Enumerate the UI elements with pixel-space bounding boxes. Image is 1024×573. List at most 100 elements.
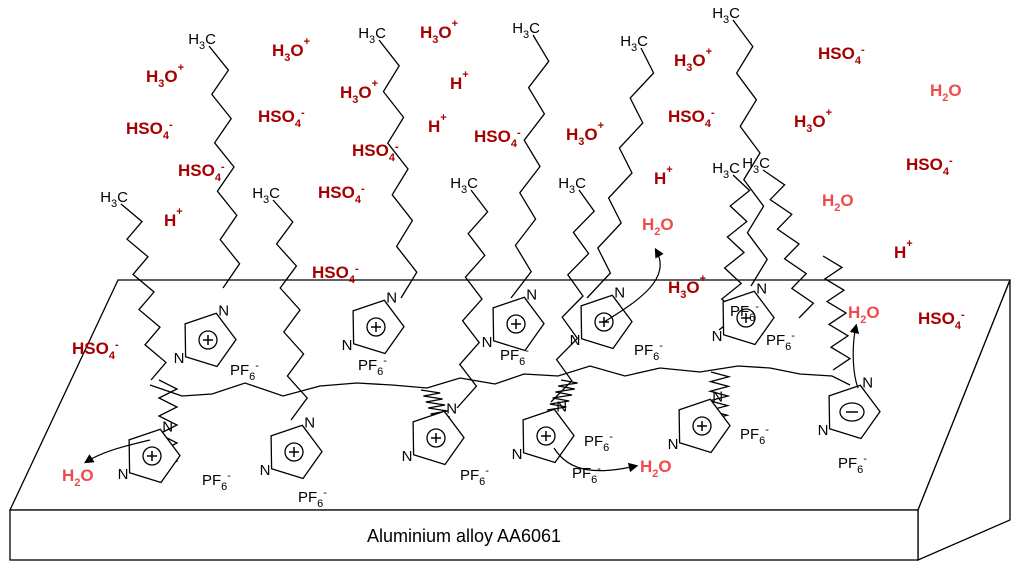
nitrogen-atom: N bbox=[570, 332, 581, 349]
alkyl-chain bbox=[546, 379, 578, 411]
hplus-ion: H+ bbox=[654, 164, 673, 188]
pf6-counterions: PF6-PF6-PF6-PF6-PF6-PF6-PF6-PF6-PF6-PF6-… bbox=[202, 301, 867, 510]
methyl-label: H3C bbox=[512, 20, 540, 41]
nitrogen-atom: N bbox=[174, 350, 185, 367]
nitrogen-atom: N bbox=[756, 280, 767, 297]
nitrogen-atom: N bbox=[862, 374, 873, 391]
imidazolium-ring: NN bbox=[512, 398, 575, 464]
nitrogen-atom: N bbox=[304, 414, 315, 431]
nitrogen-atom: N bbox=[818, 422, 829, 439]
h3o-ion: H3O+ bbox=[668, 273, 706, 301]
methyl-label: H3C bbox=[742, 155, 770, 176]
electrolyte-species: H3O+H3O+H3O+H3O+H3O+H3O+H3O+H3O+HSO4-HSO… bbox=[62, 18, 965, 489]
hplus-ion: H+ bbox=[164, 206, 183, 230]
water-desorption-arrows bbox=[83, 247, 860, 473]
alkyl-chain bbox=[378, 39, 418, 299]
h3o-ion: H3O+ bbox=[566, 120, 604, 148]
nitrogen-atom: N bbox=[218, 302, 229, 319]
alkyl-chain bbox=[208, 45, 241, 289]
hplus-ion: H+ bbox=[450, 69, 469, 93]
h3o-ion: H3O+ bbox=[272, 36, 310, 64]
methyl-label: H3C bbox=[252, 185, 280, 206]
plate-front-face bbox=[9, 509, 919, 561]
h3o-ion: H3O+ bbox=[674, 46, 712, 74]
nitrogen-atom: N bbox=[118, 466, 129, 483]
imidazolium-ring: NN bbox=[818, 374, 881, 440]
nitrogen-atom: N bbox=[712, 388, 723, 405]
hso4-ion: HSO4- bbox=[668, 107, 715, 130]
alkyl-chain bbox=[550, 189, 596, 403]
h2o-ion: H2O bbox=[822, 191, 854, 214]
imidazolium-ring: NN bbox=[570, 284, 633, 350]
h2o-ion: H2O bbox=[62, 466, 94, 489]
hso4-ion: HSO4- bbox=[178, 161, 225, 184]
hso4-ion: HSO4- bbox=[126, 119, 173, 142]
charge-circle bbox=[839, 402, 865, 422]
methyl-label: H3C bbox=[358, 25, 386, 46]
alkyl-chain bbox=[822, 255, 852, 371]
nitrogen-atom: N bbox=[402, 448, 413, 465]
desorption-arrow bbox=[603, 247, 664, 323]
imidazolium-ring: NN bbox=[402, 400, 465, 466]
pf6-anion: PF6- bbox=[766, 330, 795, 353]
hso4-ion: HSO4- bbox=[72, 339, 119, 362]
h3o-ion: H3O+ bbox=[340, 78, 378, 106]
hso4-ion: HSO4- bbox=[318, 183, 365, 206]
h3o-ion: H3O+ bbox=[420, 18, 458, 46]
methyl-label: H3C bbox=[450, 175, 478, 196]
nitrogen-atom: N bbox=[668, 436, 679, 453]
methyl-label: H3C bbox=[558, 175, 586, 196]
nitrogen-atom: N bbox=[556, 398, 567, 415]
pf6-anion: PF6- bbox=[230, 360, 259, 383]
nitrogen-atom: N bbox=[342, 337, 353, 354]
nitrogen-atom: N bbox=[712, 328, 723, 345]
h2o-ion: H2O bbox=[640, 457, 672, 480]
imidazolium-ring: NN bbox=[174, 302, 237, 368]
imidazolium-ring: NN bbox=[260, 414, 323, 480]
nitrogen-atom: N bbox=[482, 334, 493, 351]
methyl-label: H3C bbox=[712, 5, 740, 26]
h3o-ion: H3O+ bbox=[794, 107, 832, 135]
hso4-ion: HSO4- bbox=[474, 127, 521, 150]
nitrogen-atom: N bbox=[446, 400, 457, 417]
h2o-ion: H2O bbox=[642, 215, 674, 238]
imidazolium-ring: NN bbox=[668, 388, 731, 454]
pf6-anion: PF6- bbox=[358, 355, 387, 378]
methyl-label: H3C bbox=[100, 189, 128, 210]
hplus-ion: H+ bbox=[428, 112, 447, 136]
polymer-backbone bbox=[149, 365, 851, 397]
hso4-ion: HSO4- bbox=[312, 263, 359, 286]
hso4-ion: HSO4- bbox=[352, 141, 399, 164]
hso4-ion: HSO4- bbox=[918, 309, 965, 332]
methyl-label: H3C bbox=[188, 31, 216, 52]
pf6-anion: PF6- bbox=[202, 470, 231, 493]
imidazolium-ring: NN bbox=[342, 289, 405, 355]
alkyl-chain bbox=[272, 199, 309, 421]
imidazolium-ring: NN bbox=[482, 286, 545, 352]
desorption-arrow bbox=[849, 323, 860, 389]
pf6-anion: PF6- bbox=[460, 465, 489, 488]
hso4-ion: HSO4- bbox=[906, 155, 953, 178]
nitrogen-atom: N bbox=[526, 286, 537, 303]
nitrogen-atom: N bbox=[386, 289, 397, 306]
alkyl-chain bbox=[456, 189, 489, 409]
nitrogen-atom: N bbox=[614, 284, 625, 301]
nitrogen-atom: N bbox=[162, 418, 173, 435]
plate-label: Aluminium alloy AA6061 bbox=[367, 526, 561, 546]
imidazolium-ring: NN bbox=[712, 280, 775, 346]
pf6-anion: PF6- bbox=[740, 424, 769, 447]
methyl-label: H3C bbox=[712, 160, 740, 181]
alkyl-chain bbox=[510, 34, 550, 299]
alkyl-chain bbox=[120, 203, 167, 381]
h2o-ion: H2O bbox=[848, 303, 880, 326]
pf6-anion: PF6- bbox=[500, 345, 529, 368]
h3o-ion: H3O+ bbox=[146, 62, 184, 90]
desorption-arrow bbox=[83, 439, 151, 464]
pf6-anion: PF6- bbox=[584, 431, 613, 454]
methyl-label: H3C bbox=[620, 33, 648, 54]
pf6-anion: PF6- bbox=[838, 453, 867, 476]
